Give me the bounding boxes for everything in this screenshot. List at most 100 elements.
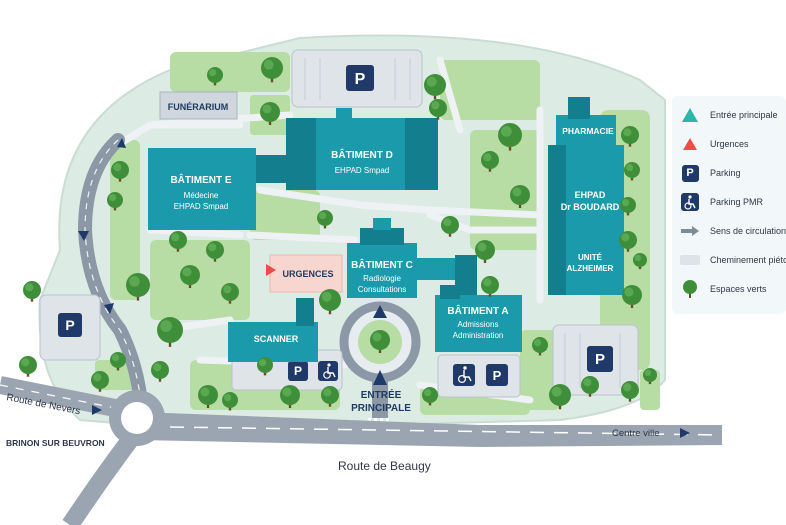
legend-sens-label: Sens de circulation xyxy=(710,226,786,236)
entrance-label-line2: PRINCIPALE xyxy=(351,403,411,414)
tree-icon xyxy=(126,273,150,301)
legend-entree-label: Entrée principale xyxy=(710,110,778,120)
tree-icon xyxy=(19,356,37,377)
legend-item-urgences: Urgences xyxy=(680,133,749,155)
tree-icon xyxy=(532,337,548,356)
funerarium-label: FUNÉRARIUM xyxy=(168,102,229,112)
tree-icon xyxy=(481,151,499,172)
parking-icon: P xyxy=(58,313,82,337)
tree-icon xyxy=(280,385,300,408)
tree-icon xyxy=(319,289,341,315)
svg-text:P: P xyxy=(595,351,605,368)
centre-ville-label: Centre ville xyxy=(612,428,660,439)
tree-icon xyxy=(475,240,495,263)
tree-icon xyxy=(221,283,239,304)
scanner-label: SCANNER xyxy=(254,334,299,344)
wheelchair-icon xyxy=(318,361,338,381)
svg-text:P: P xyxy=(65,317,74,333)
brinon-label: BRINON SUR BEUVRON xyxy=(6,438,105,448)
batiment-c-title: BÂTIMENT C xyxy=(351,258,413,271)
tree-icon xyxy=(207,67,223,86)
tree-icon xyxy=(321,386,339,407)
batiment-a-line1: Admissions xyxy=(458,320,499,329)
path-swatch-icon xyxy=(680,250,700,270)
batiment-e-title: BÂTIMENT E xyxy=(170,173,231,186)
arrow-right-icon xyxy=(680,221,700,241)
legend-espaces-label: Espaces verts xyxy=(710,284,767,294)
legend-urgences-label: Urgences xyxy=(710,139,749,149)
tree-icon xyxy=(111,161,129,182)
tree-icon xyxy=(481,276,499,297)
batiment-e-building[interactable] xyxy=(148,148,286,230)
parking-icon: P xyxy=(346,65,374,91)
route-brinon-road xyxy=(62,434,138,525)
batiment-c-building[interactable] xyxy=(347,218,477,298)
tree-icon xyxy=(23,281,41,302)
urgences-building[interactable] xyxy=(269,254,343,293)
entrance-marker-icon xyxy=(373,305,387,318)
tree-icon xyxy=(643,368,657,385)
tree-icon xyxy=(422,387,438,406)
urgences-marker-icon xyxy=(266,264,276,276)
tree-icon xyxy=(317,210,333,229)
tree-icon xyxy=(624,162,640,181)
batiment-c-line2: Consultations xyxy=(358,285,406,294)
tree-icon xyxy=(619,231,637,252)
tree-icon xyxy=(370,330,390,353)
tree-icon xyxy=(510,185,530,208)
tree-icon xyxy=(110,352,126,371)
legend-item-sens: Sens de circulation xyxy=(680,220,786,242)
tree-icon xyxy=(180,265,200,288)
batiment-d-building[interactable] xyxy=(286,108,438,190)
batiment-c-line1: Radiologie xyxy=(363,274,401,283)
tree-icon xyxy=(169,231,187,252)
trees xyxy=(19,57,657,411)
legend-parking-label: Parking xyxy=(710,168,741,178)
tree-icon xyxy=(206,241,224,262)
ehpad-line1: EHPAD xyxy=(575,190,606,200)
tree-icon xyxy=(429,99,447,120)
legend-item-cheminement: Cheminement piéton xyxy=(680,249,786,271)
tree-icon xyxy=(633,253,647,270)
batiment-a-line2: Administration xyxy=(453,331,504,340)
ehpad-line2: Dr BOUDARD xyxy=(561,202,620,212)
batiment-e-line2: EHPAD Smpad xyxy=(174,202,229,211)
entrance-triangle-icon xyxy=(680,105,700,125)
tree-icon xyxy=(107,192,123,211)
scanner-building[interactable] xyxy=(228,298,318,362)
tree-icon xyxy=(424,74,446,100)
legend-item-espaces: Espaces verts xyxy=(680,278,767,300)
wheelchair-icon xyxy=(680,192,700,212)
urgences-label: URGENCES xyxy=(282,269,333,279)
tree-icon xyxy=(441,216,459,237)
entrance-label-line1: ENTRÉE xyxy=(361,388,402,401)
map-legend: Entrée principale Urgences P Parking Par… xyxy=(672,96,786,314)
parking-icon: P xyxy=(587,346,613,372)
tree-icon xyxy=(157,317,183,347)
tree-icon xyxy=(581,376,599,397)
legend-item-parking: P Parking xyxy=(680,162,741,184)
batiment-a-building[interactable] xyxy=(435,285,522,352)
svg-text:P: P xyxy=(294,364,302,378)
entrance-marker-icon xyxy=(373,370,387,385)
tree-icon xyxy=(621,126,639,147)
parking-icon: P xyxy=(486,364,508,386)
ehpad-boudard-building[interactable] xyxy=(548,97,624,295)
svg-text:P: P xyxy=(355,71,366,88)
tree-icon xyxy=(498,123,522,151)
wheelchair-icon xyxy=(453,364,475,386)
urgences-triangle-icon xyxy=(680,134,700,154)
tree-icon xyxy=(549,384,571,410)
legend-pmr-label: Parking PMR xyxy=(710,197,764,207)
tree-icon xyxy=(680,279,700,299)
tree-icon xyxy=(198,385,218,408)
tree-icon xyxy=(91,371,109,392)
unite-line1: UNITÉ xyxy=(578,253,603,262)
batiment-e-line1: Médecine xyxy=(184,191,219,200)
batiment-d-line1: EHPAD Smpad xyxy=(335,166,390,175)
funerarium-building[interactable] xyxy=(159,91,238,120)
legend-item-parking-pmr: Parking PMR xyxy=(680,191,763,213)
legend-item-entree: Entrée principale xyxy=(680,104,778,126)
tree-icon xyxy=(620,197,636,216)
